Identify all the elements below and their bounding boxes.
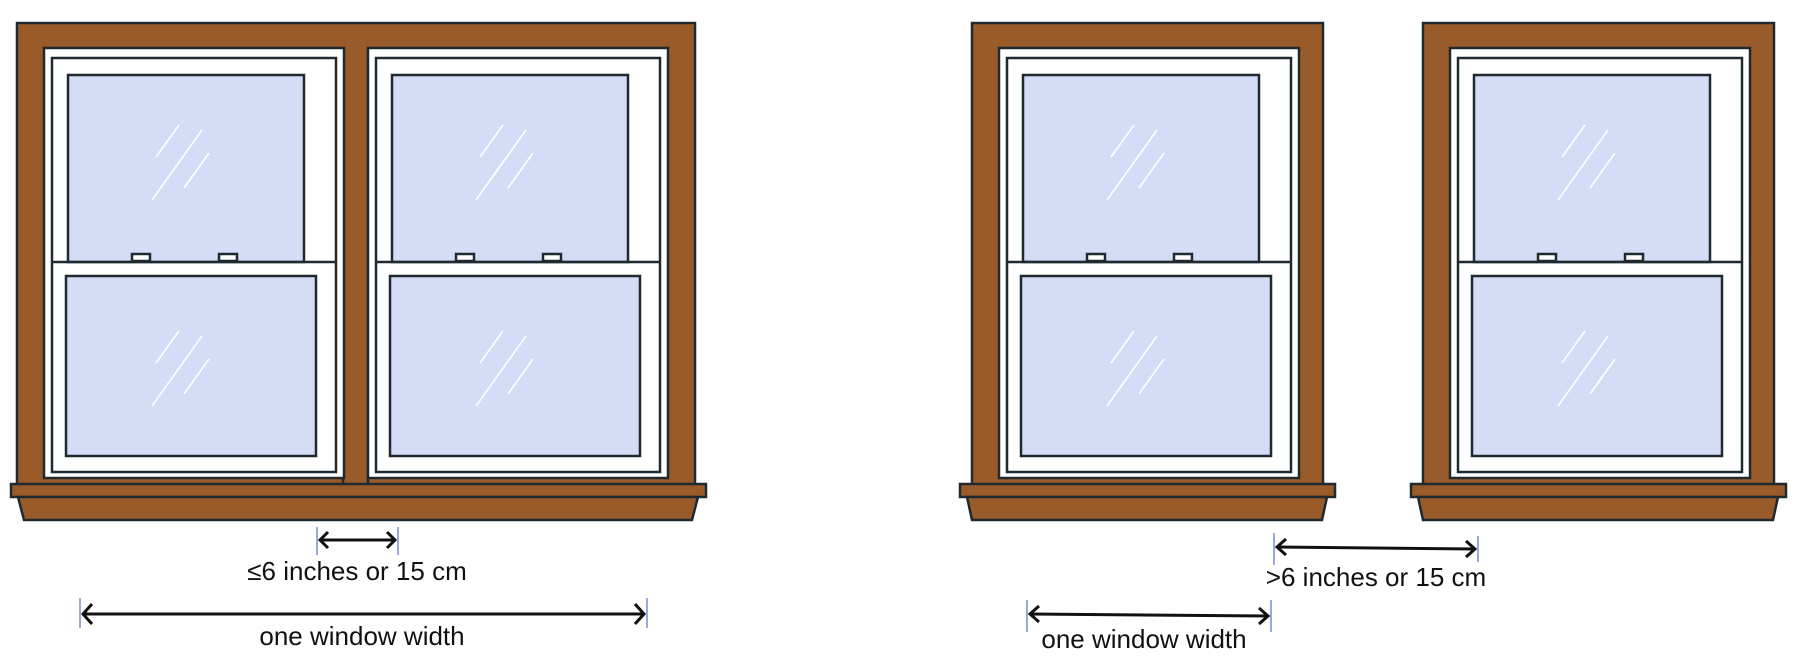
gap-dimension-right: >6 inches or 15 cm [1266, 533, 1486, 592]
gap-label-right: >6 inches or 15 cm [1266, 562, 1486, 592]
width-label-left: one window width [259, 621, 464, 651]
gap-label-left: ≤6 inches or 15 cm [247, 556, 466, 586]
paired-windows-illustration [9, 21, 708, 522]
width-label-right: one window width [1041, 624, 1246, 654]
gap-dimension-left: ≤6 inches or 15 cm [247, 527, 467, 586]
separate-window-2 [1409, 21, 1788, 522]
separate-window-1 [958, 21, 1337, 522]
width-dimension-left: one window width [79, 598, 648, 651]
width-dimension-right: one window width [1026, 600, 1272, 654]
